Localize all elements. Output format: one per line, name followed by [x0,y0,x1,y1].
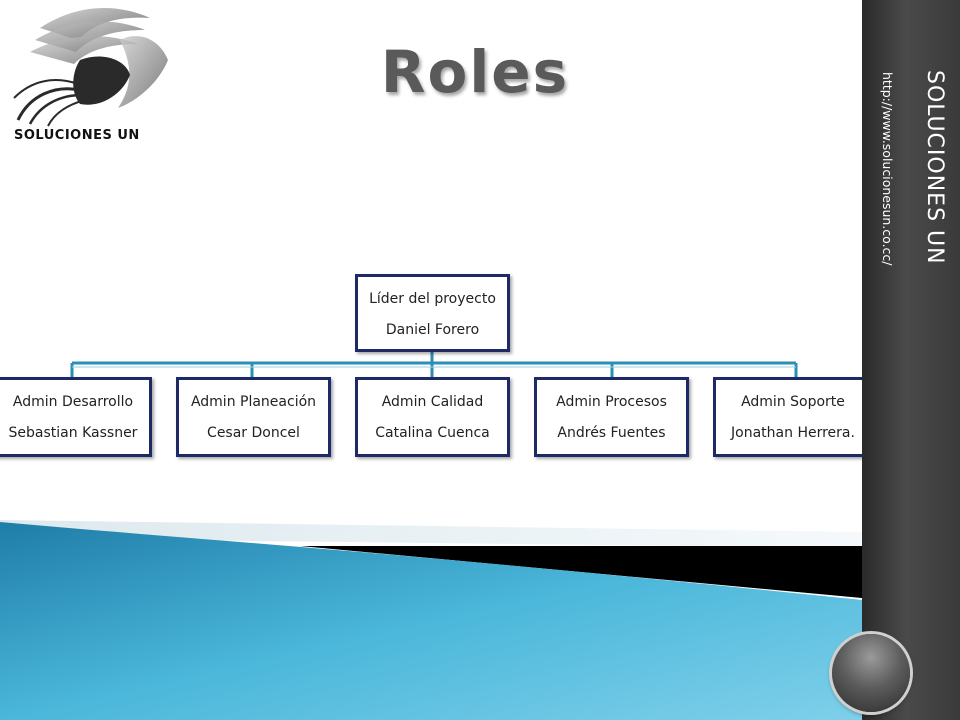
org-node-admin-procesos: Admin Procesos Andrés Fuentes [534,377,689,457]
org-node-name: Andrés Fuentes [557,425,666,441]
org-node-name: Daniel Forero [385,322,480,338]
org-node-role: Admin Procesos [556,394,667,410]
org-node-admin-desarrollo: Admin Desarrollo Sebastian Kassner [0,377,152,457]
org-node-admin-soporte: Admin Soporte Jonathan Herrera. [713,377,873,457]
org-node-role: Admin Planeación [190,394,317,410]
org-node-role: Admin Calidad [381,394,484,410]
org-node-root: Líder del proyecto Daniel Forero [355,274,510,352]
slide-title: Roles [380,38,570,106]
sidebar-url: http://www.solucionesun.co.cc/ [880,72,895,266]
sidebar-bar [862,0,960,720]
org-node-admin-planeacion: Admin Planeación Cesar Doncel [176,377,331,457]
org-node-role: Líder del proyecto [369,291,496,307]
logo-text: SOLUCIONES UN [14,128,140,143]
org-chart-connectors [70,350,798,380]
orb-decoration [832,634,910,712]
org-node-name: Catalina Cuenca [375,425,490,441]
org-node-name: Jonathan Herrera. [731,425,855,441]
org-node-name: Sebastian Kassner [8,425,138,441]
org-node-admin-calidad: Admin Calidad Catalina Cuenca [355,377,510,457]
org-node-role: Admin Soporte [741,394,845,410]
org-node-name: Cesar Doncel [207,425,300,441]
org-node-role: Admin Desarrollo [12,394,134,410]
wave-decoration [0,520,862,720]
sidebar-brand: SOLUCIONES UN [922,70,947,265]
bird-logo-icon [13,7,168,127]
logo: SOLUCIONES UN [0,0,180,160]
